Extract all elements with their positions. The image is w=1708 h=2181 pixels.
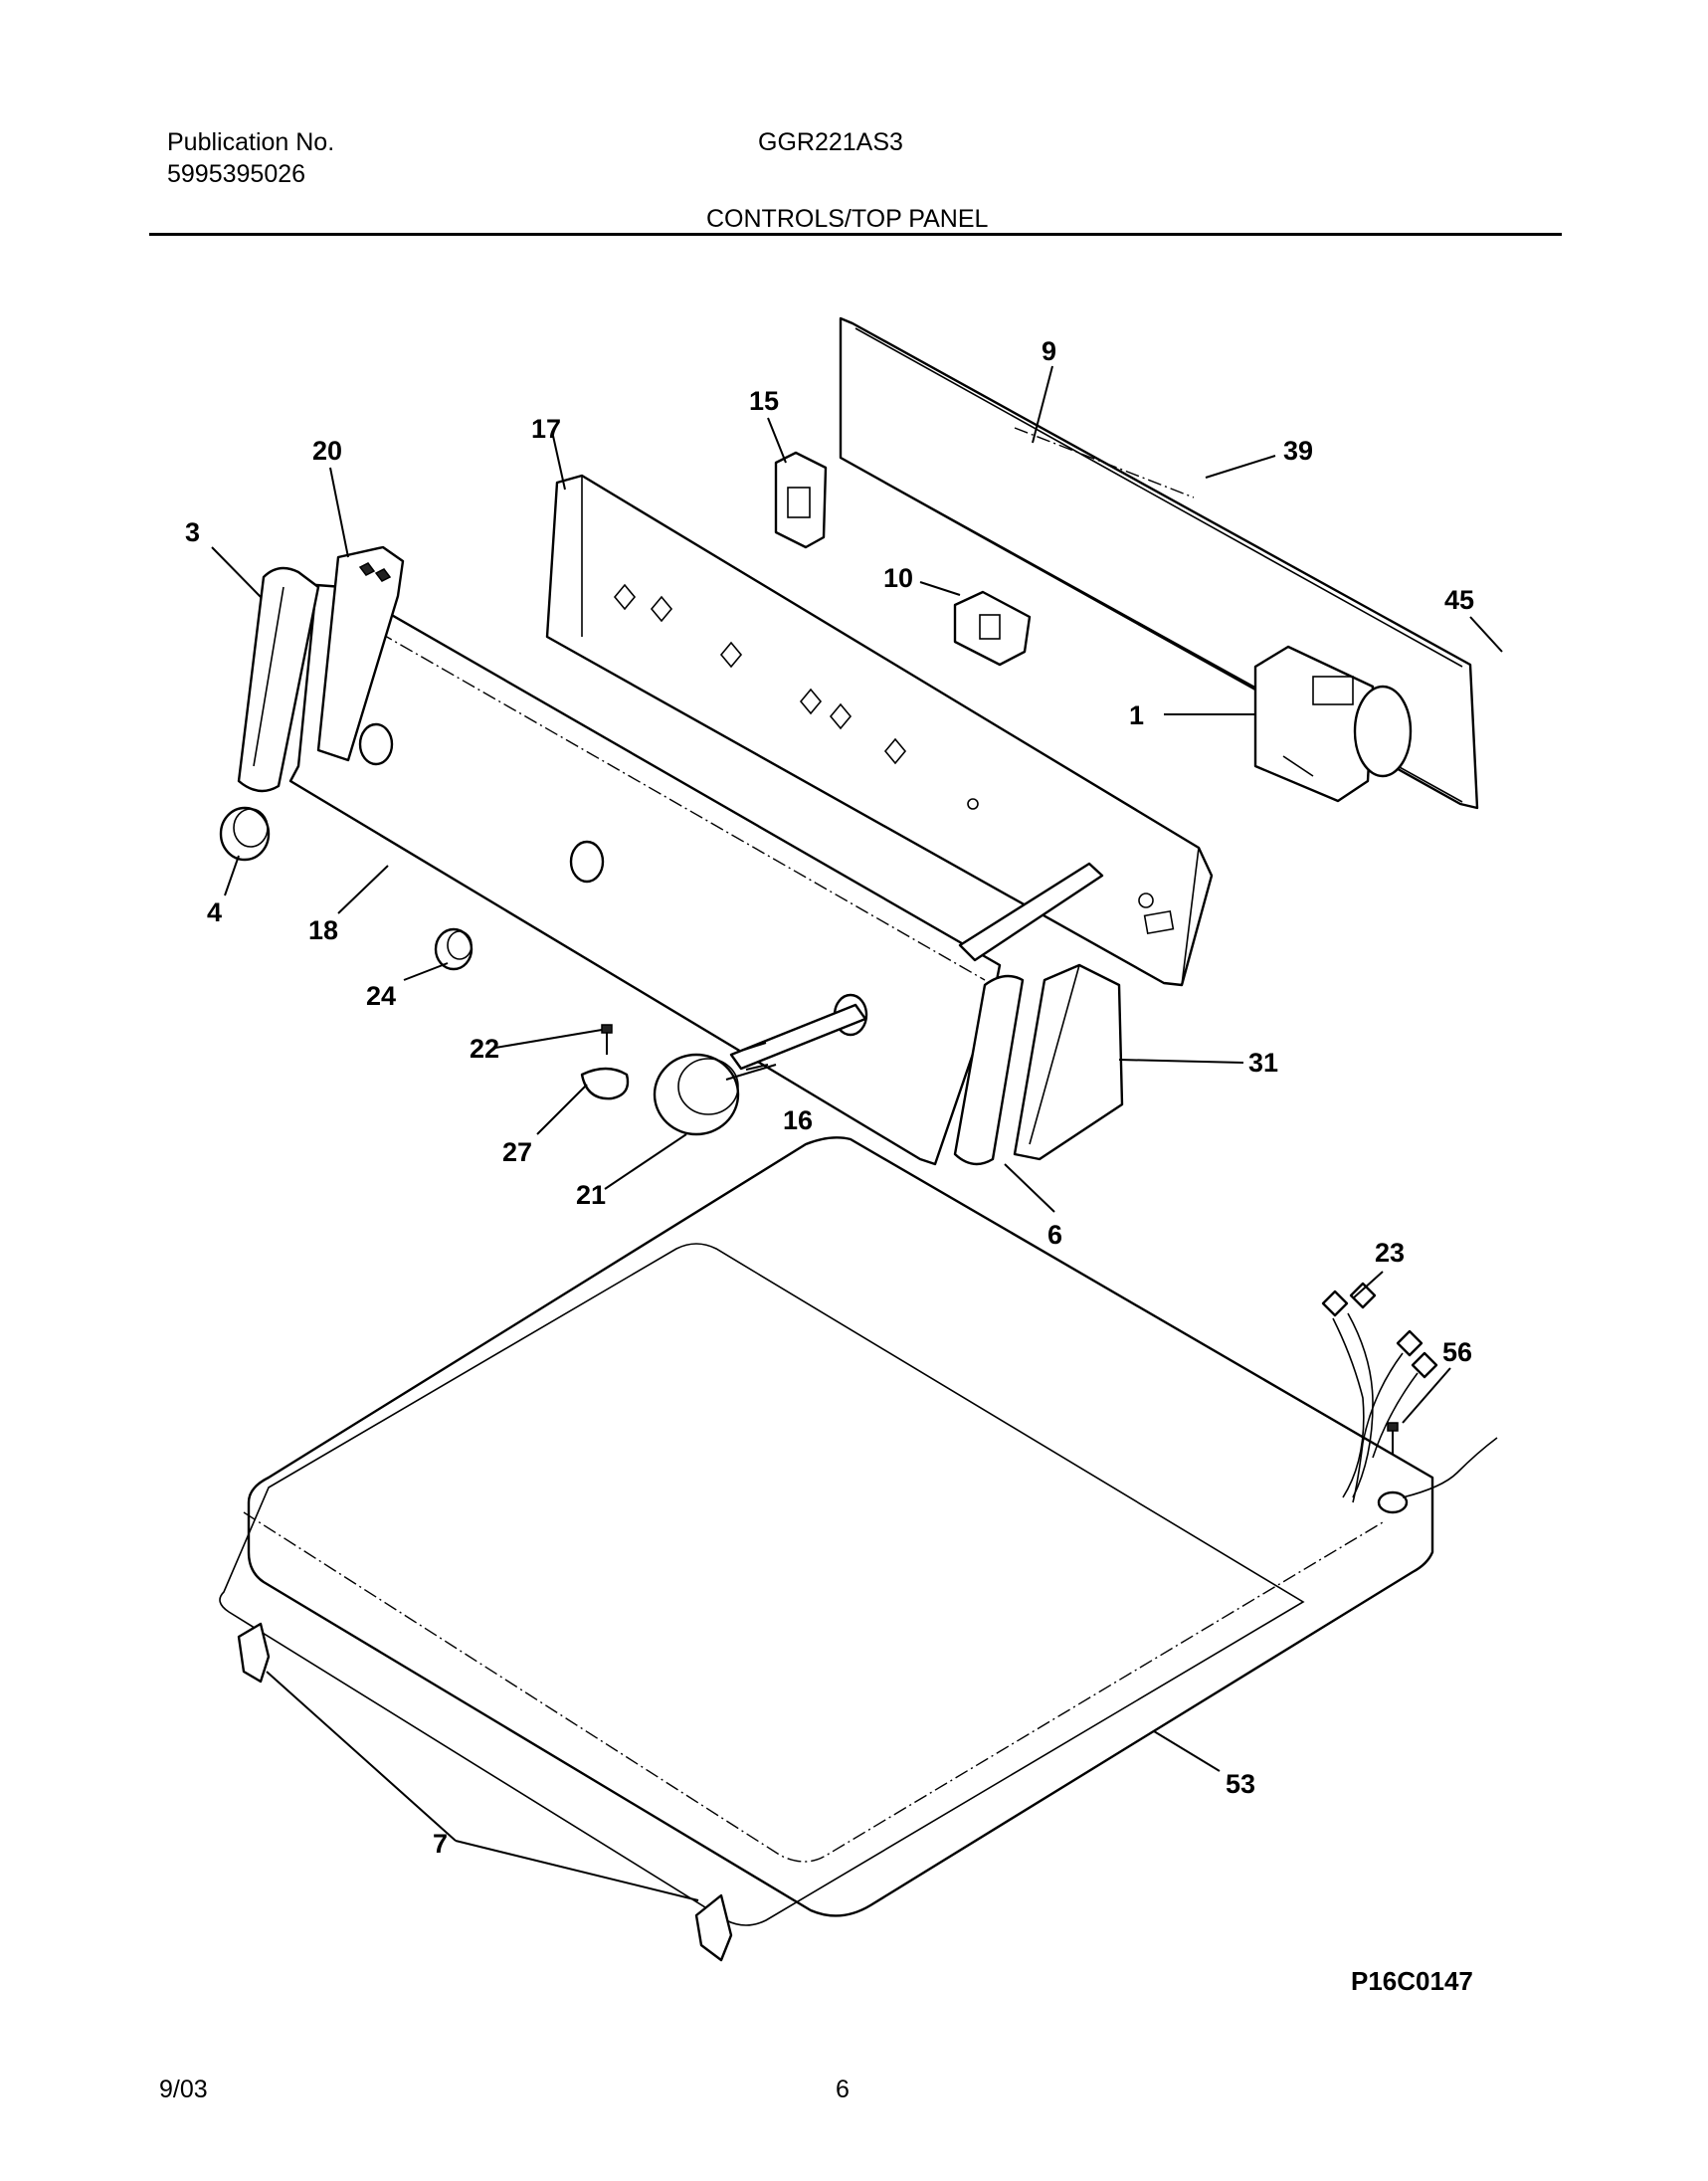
section-title: CONTROLS/TOP PANEL [706, 205, 989, 233]
callout-17: 17 [531, 414, 561, 444]
callout-1: 1 [1129, 700, 1144, 730]
figure-code: P16C0147 [1351, 1966, 1473, 1996]
callout-10: 10 [883, 563, 913, 593]
part-56-ground-screw [1377, 1422, 1498, 1514]
callout-22: 22 [470, 1034, 499, 1064]
part-23-wire-harness [1321, 1282, 1438, 1503]
part-3-left-end-cap [237, 566, 320, 793]
callout-6: 6 [1047, 1220, 1062, 1250]
publication-label: Publication No. [167, 128, 335, 156]
callout-15: 15 [749, 386, 779, 416]
part-7-clip-top [237, 1622, 271, 1684]
part-17-console-back [545, 474, 1214, 987]
leader-lines [211, 365, 1503, 1901]
shaft [729, 862, 1104, 1071]
part-53-top-panel [219, 1136, 1434, 1926]
model-number: GGR221AS3 [758, 128, 903, 156]
callout-27: 27 [502, 1137, 532, 1167]
callout-39: 39 [1283, 436, 1313, 466]
callout-18: 18 [308, 915, 338, 945]
callout-56: 56 [1442, 1337, 1472, 1367]
part-15-switch [774, 451, 828, 549]
footer-date: 9/03 [159, 2076, 208, 2103]
part-7-clip-bottom [694, 1893, 733, 1962]
callout-3: 3 [185, 517, 200, 547]
part-31-right-housing [1013, 963, 1124, 1161]
callout-9: 9 [1042, 336, 1056, 366]
page-number: 6 [836, 2076, 850, 2103]
part-22-screw [601, 1024, 613, 1055]
callout-20: 20 [312, 436, 342, 466]
part-24-small-knob [434, 927, 474, 971]
callout-21: 21 [576, 1180, 606, 1210]
callout-53: 53 [1226, 1769, 1255, 1799]
header-rule [149, 233, 1562, 236]
callout-16: 16 [783, 1105, 813, 1135]
part-16-screws [743, 1042, 769, 1071]
part-20-left-bracket [316, 545, 405, 762]
part-10-switch [953, 590, 1032, 667]
callout-24: 24 [366, 981, 396, 1011]
part-6-right-end-cap [953, 974, 1025, 1166]
callout-23: 23 [1375, 1238, 1405, 1268]
part-4-knob [219, 806, 271, 862]
callout-45: 45 [1444, 585, 1474, 615]
part-21-knob [653, 1053, 740, 1136]
callout-31: 31 [1248, 1048, 1278, 1078]
callout-7: 7 [433, 1829, 448, 1859]
callout-4: 4 [207, 897, 222, 927]
part-1-timer [1253, 645, 1413, 803]
part-27-clip [580, 1067, 630, 1100]
publication-number: 5995395026 [167, 160, 306, 188]
